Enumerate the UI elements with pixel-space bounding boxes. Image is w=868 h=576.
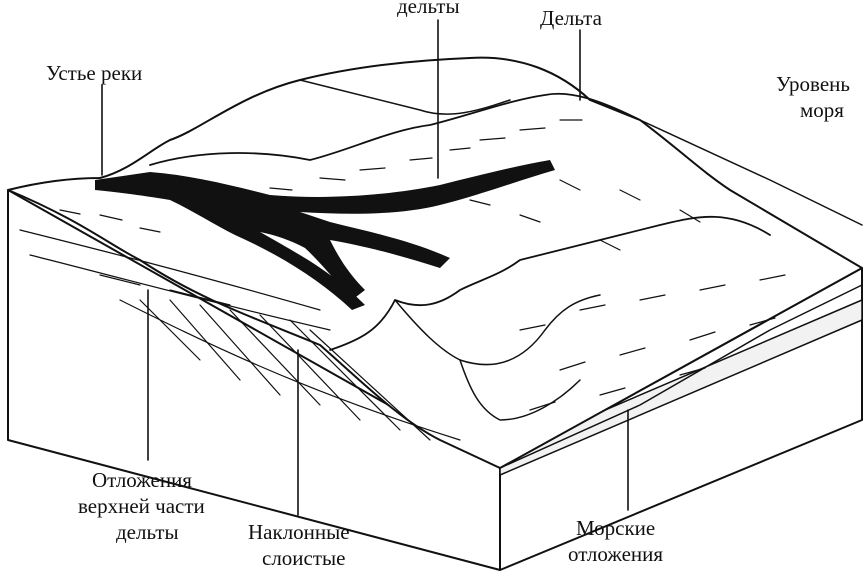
- label-delta: Дельта: [540, 6, 602, 30]
- leader-lines: [101, 19, 629, 516]
- label-marine-line1: Морские: [576, 516, 656, 540]
- label-foreset-line1: Наклонные: [248, 520, 350, 544]
- surface-texture: [59, 119, 786, 411]
- sea-level-back: [639, 119, 863, 226]
- back-ridge: [299, 79, 511, 115]
- label-river-mouth: Устье реки: [46, 61, 143, 85]
- label-marine-line2: отложения: [568, 542, 664, 566]
- label-sea-level-line2: моря: [800, 98, 844, 122]
- topset-strata: [19, 229, 331, 331]
- label-topset-line3: дельты: [116, 520, 179, 544]
- river-channels: [95, 160, 555, 310]
- label-sea-level-line1: Уровень: [776, 72, 850, 96]
- label-topset-line2: верхней части: [78, 494, 205, 518]
- foreset-strata: [119, 299, 461, 441]
- label-topset-line1: Отложения: [92, 468, 192, 492]
- delta-lobe-edge-3: [459, 359, 581, 421]
- label-delty-top: дельты: [397, 0, 460, 18]
- delta-lobe-edge-2: [394, 294, 601, 366]
- label-foreset-line2: слоистые: [262, 546, 346, 570]
- upper-ridge: [149, 92, 641, 166]
